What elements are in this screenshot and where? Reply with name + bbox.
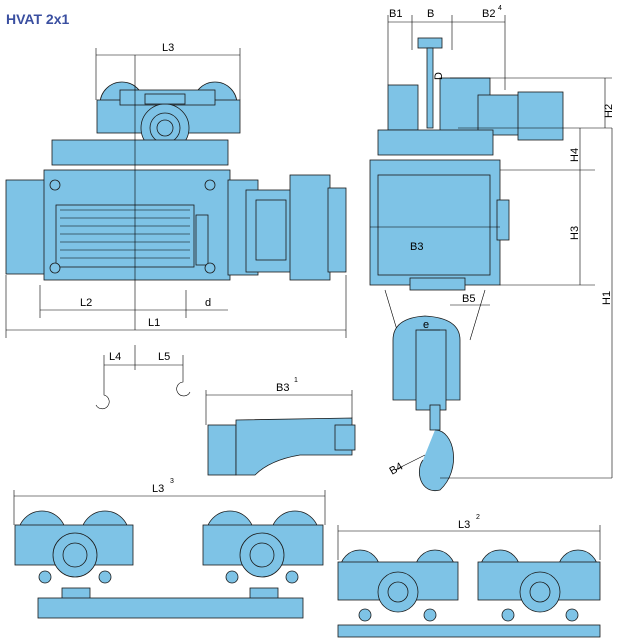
trolley-small-right xyxy=(477,549,601,622)
dim-H3: H3 xyxy=(569,226,581,240)
dim-B1: B1 xyxy=(389,8,402,20)
dim-B2: B2 xyxy=(482,8,495,20)
dim-L3: L3 xyxy=(162,42,174,54)
dim-L3-variant2-sup: 2 xyxy=(476,514,480,521)
dim-B2-sup: 4 xyxy=(498,5,502,12)
hoist-front-view: L3 L2 d L1 xyxy=(5,42,347,338)
b3-variant-view xyxy=(205,390,356,476)
side-dimensions xyxy=(370,15,613,479)
dim-L3-variant2: L3 xyxy=(458,519,470,531)
dim-e: e xyxy=(423,319,429,331)
trolley-pair-small xyxy=(337,525,601,638)
trolley-large-right xyxy=(202,510,324,584)
dim-B3: B3 xyxy=(410,241,423,253)
dim-H4: H4 xyxy=(569,148,581,162)
trolley-pair-large xyxy=(13,490,326,619)
front-hoist-body xyxy=(5,139,231,281)
trolley-small-left xyxy=(337,549,459,622)
front-motor xyxy=(227,174,347,281)
dim-B: B xyxy=(427,8,434,20)
hook-offsets: L4 L5 xyxy=(95,345,191,410)
dim-L3-variant3: L3 xyxy=(152,483,164,495)
dim-L1: L1 xyxy=(148,317,160,329)
dim-L5: L5 xyxy=(158,351,170,363)
dim-L3-variant3-sup: 3 xyxy=(170,478,174,485)
dim-H1: H1 xyxy=(601,291,613,305)
trolley-large-left xyxy=(14,510,134,584)
dim-L2: L2 xyxy=(80,297,92,309)
dim-B3-variant: B3 xyxy=(276,382,289,394)
dim-B4: B4 xyxy=(388,460,406,477)
front-dimensions xyxy=(5,48,347,338)
drawing-title: HVAT 2x1 xyxy=(6,11,69,27)
dim-B5: B5 xyxy=(462,293,475,305)
dim-B3-variant-sup: 1 xyxy=(294,377,298,384)
dim-D: D xyxy=(433,72,445,80)
dim-L4: L4 xyxy=(109,351,121,363)
dim-d: d xyxy=(205,297,211,309)
dim-H2: H2 xyxy=(603,104,615,118)
hoist-side-view xyxy=(369,37,564,491)
